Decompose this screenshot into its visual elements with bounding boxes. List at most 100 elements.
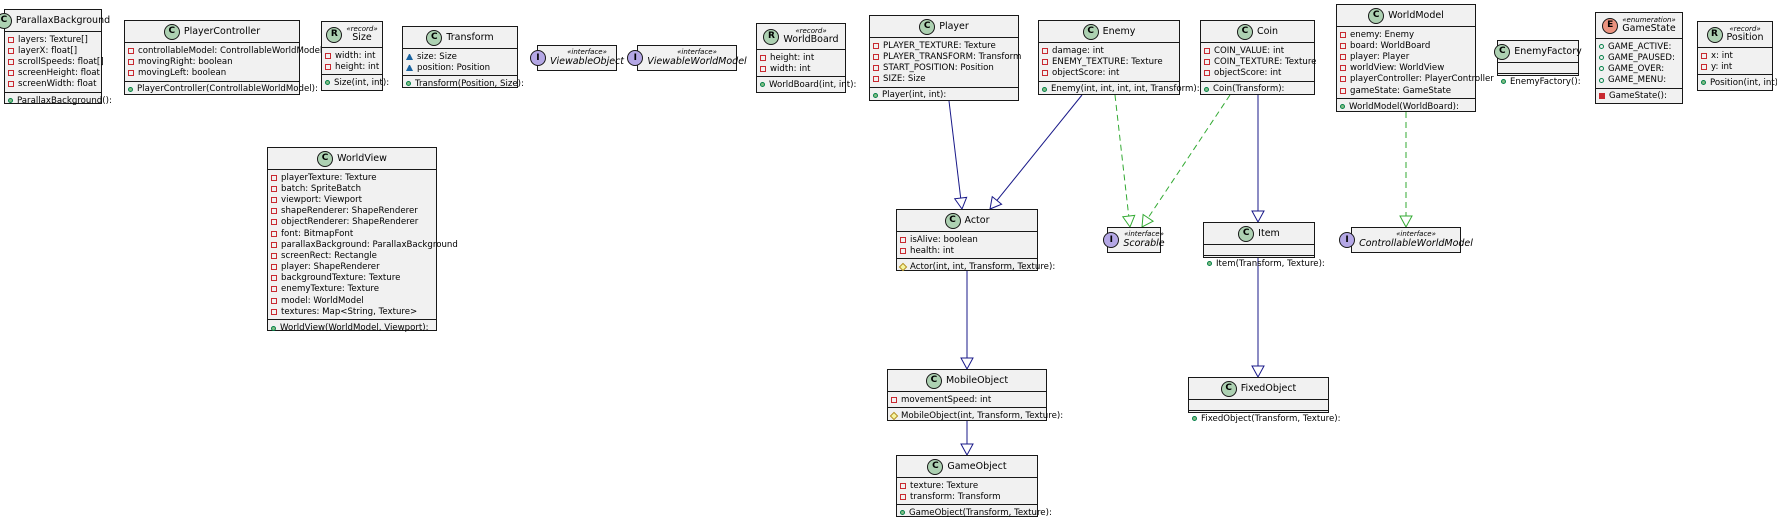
field-text: objectScore: int <box>1052 67 1120 78</box>
field-row: GAME_ACTIVE: <box>1599 41 1679 52</box>
class-title: Transform <box>446 32 493 43</box>
public-visibility-icon <box>1204 86 1209 92</box>
public-visibility-icon <box>406 81 411 87</box>
private-visibility-icon <box>1340 65 1346 72</box>
class-badge-icon: C <box>925 372 942 389</box>
private-visibility-icon <box>8 70 14 77</box>
stereotype-label: «interface» <box>1124 230 1164 239</box>
field-row: textures: Map<String, Texture> <box>271 306 433 317</box>
methods-section: Coin(Transform): <box>1201 82 1314 97</box>
methods-section: MobileObject(int, Transform, Texture): <box>888 408 1063 423</box>
public-visibility-icon <box>128 86 133 92</box>
method-row: Position(int, int): <box>1701 77 1777 88</box>
field-text: textures: Map<String, Texture> <box>281 306 418 317</box>
private-visibility-icon <box>1042 47 1048 54</box>
method-text: ParallaxBackground(): <box>17 95 112 106</box>
field-text: PLAYER_TRANSFORM: Transform <box>883 51 1022 62</box>
enum-badge-icon: E <box>1602 17 1619 34</box>
public-visibility-icon <box>1192 416 1197 422</box>
method-text: Transform(Position, Size): <box>415 78 524 89</box>
private-visibility-icon <box>1340 42 1346 49</box>
field-text: enemy: Enemy <box>1350 29 1415 40</box>
class-badge-icon: C <box>944 212 961 229</box>
class-badge-icon: C <box>919 18 936 35</box>
public-visibility-icon <box>1599 55 1604 61</box>
private-visibility-icon <box>1204 47 1210 54</box>
class-name: ViewableWorldModel <box>647 55 747 67</box>
method-text: WorldBoard(int, int): <box>769 79 857 90</box>
public-visibility-icon <box>325 80 330 86</box>
interface-badge-icon: I <box>1339 232 1356 248</box>
method-row: Coin(Transform): <box>1204 84 1311 95</box>
class-title: «record»Size <box>346 25 377 43</box>
private-visibility-icon <box>8 36 14 43</box>
field-row: isAlive: boolean <box>900 234 1034 245</box>
private-visibility-icon <box>8 81 14 88</box>
class-name: ControllableWorldModel <box>1359 237 1473 249</box>
fields-section <box>1498 63 1578 74</box>
field-text: playerController: PlayerController <box>1350 74 1494 85</box>
field-text: PLAYER_TEXTURE: Texture <box>883 40 996 51</box>
methods-section: WorldBoard(int, int): <box>757 77 856 92</box>
field-row: controllableModel: ControllableWorldMode… <box>128 45 322 56</box>
method-text: Coin(Transform): <box>1213 84 1285 95</box>
field-row: shapeRenderer: ShapeRenderer <box>271 206 433 217</box>
methods-section: Position(int, int): <box>1698 75 1777 90</box>
field-text: player: ShapeRenderer <box>281 262 380 273</box>
class-badge-icon: C <box>0 12 12 29</box>
public-visibility-icon <box>8 98 13 104</box>
private-visibility-icon <box>271 174 277 181</box>
method-row: ParallaxBackground(): <box>8 95 112 106</box>
class-name: Position <box>1726 32 1764 44</box>
methods-section: Player(int, int): <box>870 88 1018 103</box>
field-text: screenRect: Rectangle <box>281 250 377 261</box>
private-visibility-icon <box>1204 69 1210 76</box>
class-title: «interface»ControllableWorldModel <box>1359 230 1473 249</box>
arrowhead-mobile-object-to-game-object <box>960 443 974 457</box>
private-visibility-icon <box>891 396 897 403</box>
interface-badge-icon: I <box>627 50 644 66</box>
field-row: PLAYER_TRANSFORM: Transform <box>873 51 1021 62</box>
class-name: ParallaxBackground <box>15 14 111 26</box>
field-row: objectScore: int <box>1204 67 1311 78</box>
field-text: font: BitmapFont <box>281 228 354 239</box>
field-text: START_POSITION: Position <box>883 62 994 73</box>
field-text: controllableModel: ControllableWorldMode… <box>138 45 323 56</box>
methods-section: Item(Transform, Texture): <box>1204 256 1325 271</box>
field-row: screenHeight: float <box>8 68 100 79</box>
field-row: PLAYER_TEXTURE: Texture <box>873 40 1015 51</box>
stereotype-label: «record» <box>1729 24 1761 33</box>
method-text: Position(int, int): <box>1710 77 1777 88</box>
class-title: «interface»ViewableObject <box>550 48 624 66</box>
field-row: height: int <box>325 61 379 72</box>
field-row: player: ShapeRenderer <box>271 262 433 273</box>
field-row: width: int <box>760 63 842 74</box>
class-title: PlayerController <box>184 26 260 37</box>
public-visibility-icon <box>1701 80 1706 86</box>
methods-section: Size(int, int): <box>322 75 389 90</box>
field-row: layerX: float[] <box>8 45 98 56</box>
field-row: ENEMY_TEXTURE: Texture <box>1042 56 1176 67</box>
arrowhead-item-to-fixed-object <box>1251 365 1265 379</box>
method-row: Enemy(int, int, int, int, Transform): <box>1042 84 1200 95</box>
field-text: texture: Texture <box>910 480 979 491</box>
class-title: «record»WorldBoard <box>783 27 838 45</box>
field-text: SIZE: Size <box>883 74 926 85</box>
class-title: «record»Position <box>1726 24 1764 44</box>
class-title: Item <box>1258 228 1280 239</box>
field-text: enemyTexture: Texture <box>281 284 380 295</box>
method-row: Player(int, int): <box>873 90 1015 101</box>
